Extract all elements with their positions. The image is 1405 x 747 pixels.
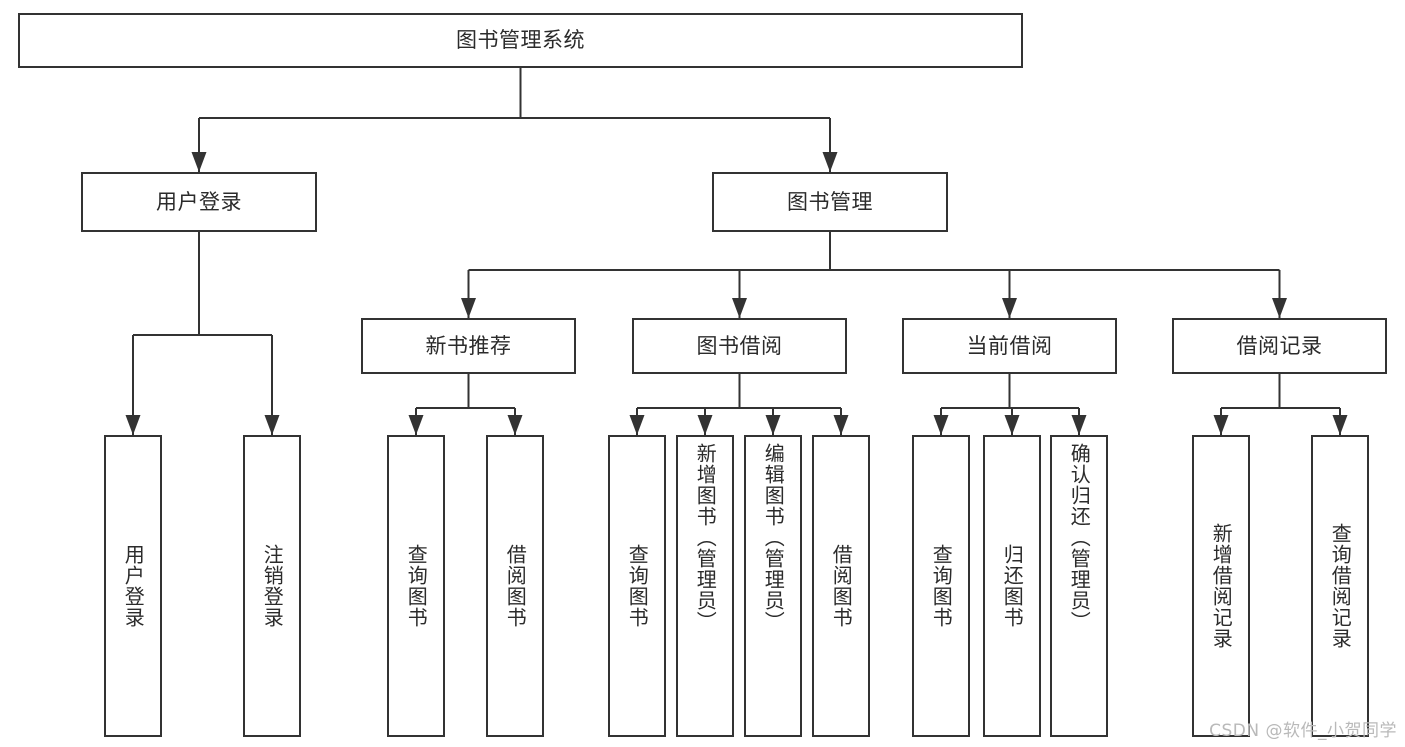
node-user-login[interactable]: 用户登录: [81, 172, 317, 232]
node-current-borrow-label: 当前借阅: [966, 333, 1053, 358]
watermark: CSDN @软件_小贺同学: [1209, 721, 1397, 741]
node-leaf-return-book-label: 归还图书: [1000, 544, 1025, 628]
node-leaf-query-record-label: 查询借阅记录: [1328, 523, 1353, 649]
node-book-manage-label: 图书管理: [787, 189, 873, 214]
node-leaf-confirm-return-admin[interactable]: 确认归还（管理员）: [1050, 435, 1108, 737]
node-leaf-query-book-3-label: 查询图书: [929, 544, 954, 628]
node-root-label: 图书管理系统: [456, 28, 585, 53]
node-book-borrow[interactable]: 图书借阅: [632, 318, 847, 374]
node-leaf-add-record[interactable]: 新增借阅记录: [1192, 435, 1250, 737]
node-current-borrow[interactable]: 当前借阅: [902, 318, 1117, 374]
node-borrow-record-label: 借阅记录: [1236, 333, 1323, 358]
node-leaf-query-book-1[interactable]: 查询图书: [387, 435, 445, 737]
node-leaf-query-book-2[interactable]: 查询图书: [608, 435, 666, 737]
node-new-book-recommend[interactable]: 新书推荐: [361, 318, 576, 374]
node-leaf-edit-book-admin-label: 编辑图书（管理员）: [761, 443, 786, 632]
node-leaf-edit-book-admin[interactable]: 编辑图书（管理员）: [744, 435, 802, 737]
node-leaf-query-book-2-label: 查询图书: [625, 544, 650, 628]
node-leaf-borrow-book-1[interactable]: 借阅图书: [486, 435, 544, 737]
node-book-borrow-label: 图书借阅: [696, 333, 783, 358]
node-root[interactable]: 图书管理系统: [18, 13, 1023, 68]
node-leaf-query-book-3[interactable]: 查询图书: [912, 435, 970, 737]
node-borrow-record[interactable]: 借阅记录: [1172, 318, 1387, 374]
node-leaf-query-book-1-label: 查询图书: [404, 544, 429, 628]
node-book-manage[interactable]: 图书管理: [712, 172, 948, 232]
node-new-book-recommend-label: 新书推荐: [425, 333, 512, 358]
node-leaf-borrow-book-2[interactable]: 借阅图书: [812, 435, 870, 737]
node-leaf-add-book-admin-label: 新增图书（管理员）: [693, 443, 718, 632]
node-leaf-add-record-label: 新增借阅记录: [1209, 523, 1234, 649]
node-leaf-borrow-book-1-label: 借阅图书: [503, 544, 528, 628]
node-leaf-user-login-label: 用户登录: [121, 544, 146, 628]
node-leaf-add-book-admin[interactable]: 新增图书（管理员）: [676, 435, 734, 737]
node-leaf-logout-label: 注销登录: [260, 544, 285, 628]
node-leaf-confirm-return-admin-label: 确认归还（管理员）: [1067, 443, 1092, 632]
node-leaf-query-record[interactable]: 查询借阅记录: [1311, 435, 1369, 737]
node-leaf-logout[interactable]: 注销登录: [243, 435, 301, 737]
node-leaf-user-login[interactable]: 用户登录: [104, 435, 162, 737]
node-leaf-borrow-book-2-label: 借阅图书: [829, 544, 854, 628]
node-user-login-label: 用户登录: [156, 189, 242, 214]
node-leaf-return-book[interactable]: 归还图书: [983, 435, 1041, 737]
